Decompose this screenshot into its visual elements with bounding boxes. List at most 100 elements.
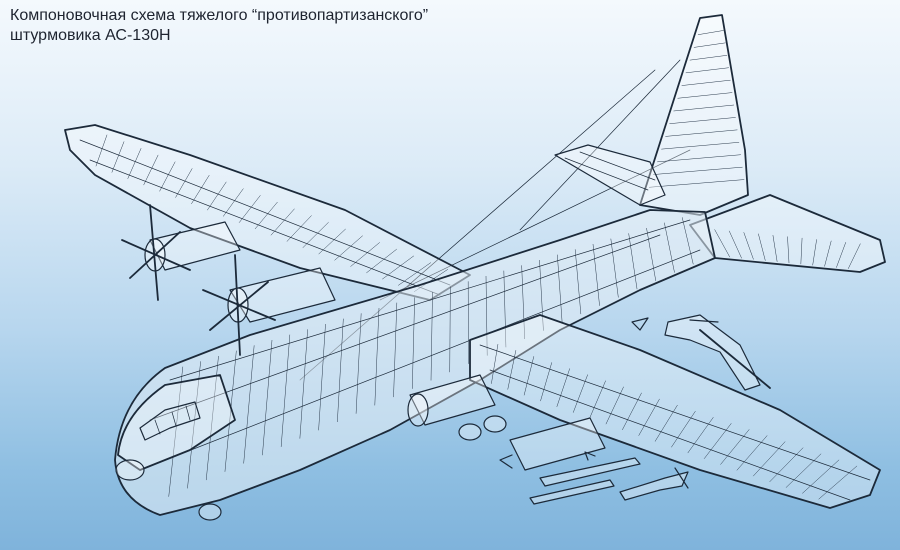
engine-right-inner — [407, 374, 496, 427]
structure-line — [175, 168, 193, 198]
horizontal-stabilizer-far — [554, 144, 666, 206]
structure-line — [824, 240, 832, 267]
structure-line — [374, 307, 380, 406]
structure-line — [412, 297, 415, 389]
structure-line — [687, 417, 714, 454]
cannon-assembly — [631, 314, 771, 391]
structure-line — [430, 291, 433, 381]
structure-line — [649, 179, 745, 188]
structure-line — [187, 361, 201, 489]
structure-line — [785, 453, 822, 488]
structure-line — [671, 410, 696, 448]
structure-line — [318, 323, 326, 431]
structure-line — [254, 201, 278, 230]
structure-line — [628, 233, 638, 290]
structure-line — [736, 435, 768, 471]
structure-line — [556, 368, 571, 407]
landing-gear — [198, 415, 507, 521]
structure-line — [847, 243, 861, 269]
structure-line — [661, 142, 740, 150]
structure-line — [143, 154, 159, 186]
structure-line — [654, 404, 678, 442]
caption: Компоновочная схема тяжелого “противопар… — [10, 6, 610, 46]
structure-line — [127, 148, 142, 179]
structure-line — [693, 42, 726, 48]
structure-line — [539, 259, 544, 331]
structure-line — [382, 255, 415, 280]
propeller-left-outer — [121, 204, 191, 301]
external-stores — [529, 451, 689, 505]
structure-line — [720, 429, 750, 465]
structure-line — [205, 355, 219, 481]
structure-line — [168, 366, 184, 497]
structure-line — [758, 233, 766, 261]
structure-line — [222, 188, 244, 217]
structure-line — [681, 217, 694, 265]
structure-line — [657, 154, 741, 163]
structure-line — [638, 398, 660, 436]
structure-line — [238, 195, 261, 223]
structure-line — [677, 92, 733, 99]
structure-line — [610, 238, 619, 298]
structure-line — [769, 447, 804, 483]
structure-line — [111, 141, 125, 173]
structure-line — [622, 392, 642, 431]
left-wing — [64, 124, 471, 301]
structure-line — [689, 55, 728, 61]
structure-line — [592, 243, 600, 306]
structure-line — [485, 275, 488, 356]
structure-line — [355, 313, 362, 414]
caption-line-2: штурмовика АС-130Н — [10, 27, 171, 44]
structure-line — [836, 242, 847, 268]
structure-line — [589, 380, 606, 419]
structure-line — [557, 254, 563, 323]
structure-line — [800, 237, 803, 265]
cockpit-nose — [115, 374, 236, 481]
structure-line — [337, 318, 344, 423]
structure-line — [398, 262, 432, 286]
structure-line — [159, 161, 176, 192]
structure-line — [743, 232, 754, 260]
structure-line — [673, 104, 735, 112]
engine-left-inner — [227, 267, 336, 323]
structure-line — [574, 249, 582, 315]
caption-line-1: Компоновочная схема тяжелого “противопар… — [10, 7, 429, 24]
structure-line — [802, 459, 840, 494]
structure-line — [664, 222, 675, 273]
structure-line — [605, 386, 624, 425]
structure-line — [669, 117, 736, 124]
structure-line — [572, 374, 588, 413]
right-wing — [469, 314, 881, 509]
structure-line — [818, 465, 858, 500]
structure-line — [191, 174, 210, 205]
structure-line — [224, 350, 237, 472]
structure-line — [752, 441, 786, 477]
structure-line — [728, 230, 742, 259]
engine-right-outer — [499, 417, 606, 471]
structure-line — [280, 334, 291, 447]
engine-left-outer — [144, 221, 241, 272]
structure-line — [262, 339, 273, 456]
structure-line — [540, 362, 553, 402]
structure-line — [521, 265, 525, 340]
structure-line — [772, 235, 778, 262]
structure-line — [207, 181, 227, 211]
structure-line — [685, 67, 729, 74]
structure-line — [366, 248, 397, 274]
structure-line — [812, 239, 817, 266]
structure-line — [653, 166, 743, 175]
structure-line — [787, 236, 790, 264]
structure-line — [503, 270, 507, 348]
fuselage — [114, 209, 716, 516]
structure-line — [646, 227, 657, 281]
structure-line — [299, 329, 308, 439]
structure-line — [449, 286, 451, 373]
structure-line — [393, 302, 398, 398]
structure-line — [243, 345, 255, 464]
structure-line — [681, 79, 731, 86]
structure-line — [270, 208, 295, 236]
structure-line — [95, 134, 108, 167]
structure-line — [665, 129, 738, 137]
